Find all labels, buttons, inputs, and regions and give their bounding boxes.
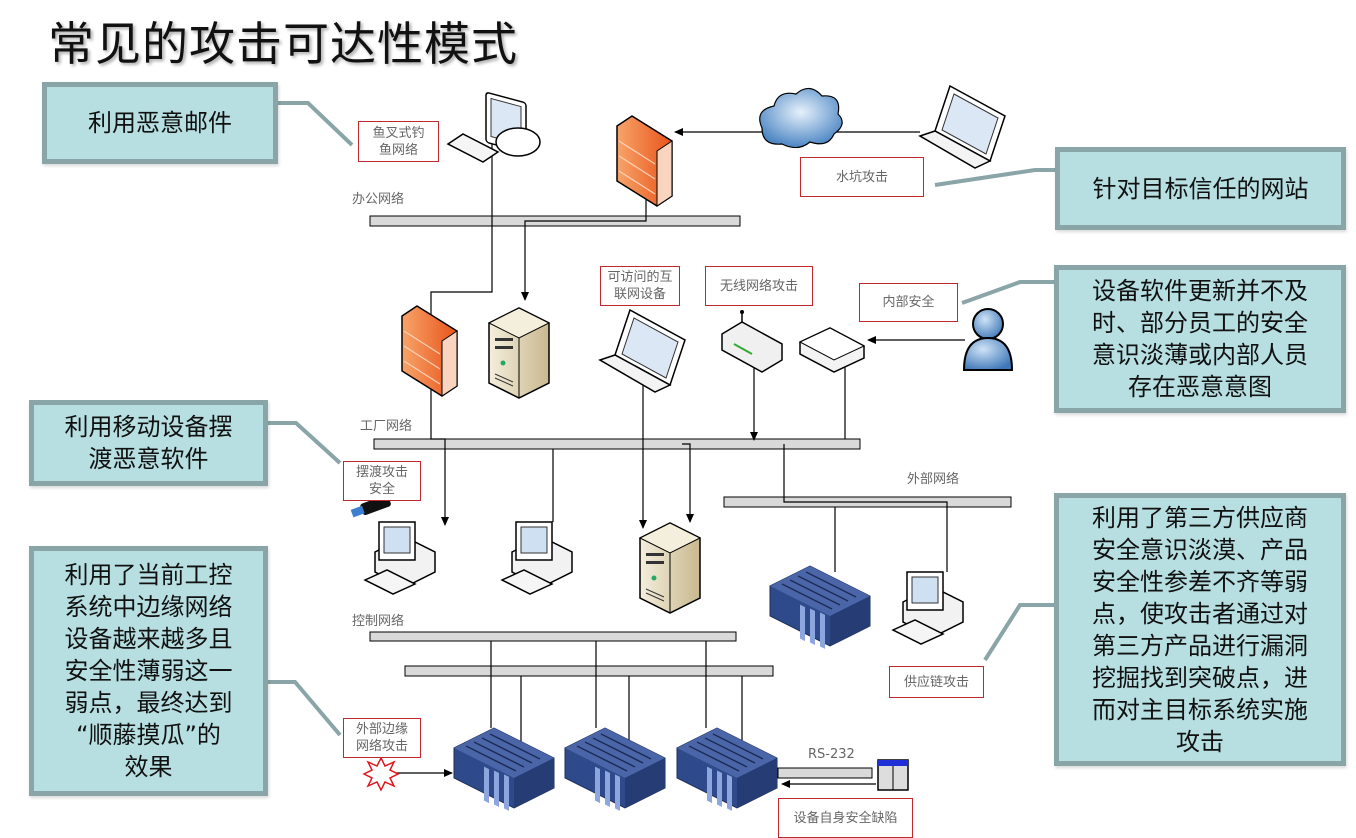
insider-person-icon bbox=[962, 308, 1014, 371]
callout-trusted-website-text: 针对目标信任的网站 bbox=[1092, 174, 1309, 203]
control-server-icon bbox=[639, 522, 701, 614]
callout-insider: 设备软件更新并不及 时、部分员工的安全 意识淡薄或内部人员 存在恶意意图 bbox=[1054, 265, 1346, 413]
tag-ferry-attack: 摆渡攻击 安全 bbox=[343, 461, 421, 501]
tag-internal-security: 内部安全 bbox=[859, 283, 958, 322]
explosion-icon bbox=[362, 756, 400, 792]
ferry-target-pc-icon bbox=[364, 521, 436, 595]
tag-spear-phishing: 鱼叉式钓 鱼网络 bbox=[358, 121, 439, 162]
label-external-network: 外部网络 bbox=[907, 472, 960, 487]
callout-connectors bbox=[268, 101, 1058, 737]
rs232-bus bbox=[777, 767, 873, 779]
plc-1-icon bbox=[453, 727, 555, 812]
callout-edge-network-text: 利用了当前工控 系统中边缘网络 设备越来越多且 安全性薄弱这一 弱点，最终达到 … bbox=[64, 561, 233, 781]
tag-device-flaw: 设备自身安全缺陷 bbox=[778, 798, 913, 838]
network-switch-icon bbox=[798, 327, 866, 373]
callout-supply-chain-text: 利用了第三方供应商 安全意识淡漠、产品 安全性参差不齐等弱 点，使攻击者通过对 … bbox=[1092, 503, 1308, 756]
tag-edge-attack: 外部边缘 网络攻击 bbox=[343, 718, 421, 758]
callout-malicious-email: 利用恶意邮件 bbox=[42, 82, 278, 164]
cloud-icon bbox=[759, 87, 843, 149]
tag-wireless-attack: 无线网络攻击 bbox=[705, 266, 813, 306]
control-network-bus-1 bbox=[369, 631, 737, 642]
callout-trusted-website: 针对目标信任的网站 bbox=[1055, 147, 1346, 230]
control-pc-icon bbox=[501, 521, 573, 595]
hmi-panel-icon bbox=[877, 759, 909, 791]
tag-supply-chain-attack: 供应链攻击 bbox=[889, 666, 984, 698]
callout-malicious-email-text: 利用恶意邮件 bbox=[88, 109, 232, 137]
plc-3-icon bbox=[676, 727, 778, 812]
label-rs232: RS-232 bbox=[808, 747, 855, 762]
page-title: 常见的攻击可达性模式 bbox=[48, 17, 518, 71]
factory-network-bus bbox=[373, 438, 861, 450]
factory-server-icon bbox=[488, 307, 550, 399]
label-factory-network: 工厂网络 bbox=[360, 419, 413, 434]
tag-watering-hole: 水坑攻击 bbox=[800, 157, 924, 197]
tag-internet-device: 可访问的互 联网设备 bbox=[600, 266, 680, 306]
office-workstation-icon bbox=[446, 92, 541, 163]
label-office-network: 办公网络 bbox=[352, 192, 405, 207]
control-network-bus-2 bbox=[404, 665, 774, 677]
wireless-router-icon bbox=[721, 310, 783, 373]
internet-laptop-icon bbox=[599, 309, 686, 393]
callout-mobile-device: 利用移动设备摆 渡恶意软件 bbox=[29, 400, 268, 486]
supplier-pc-icon bbox=[892, 571, 964, 645]
office-firewall-icon bbox=[616, 115, 673, 207]
callout-insider-text: 设备软件更新并不及 时、部分员工的安全 意识淡薄或内部人员 存在恶意意图 bbox=[1092, 277, 1308, 401]
plc-2-icon bbox=[564, 727, 666, 812]
callout-edge-network: 利用了当前工控 系统中边缘网络 设备越来越多且 安全性薄弱这一 弱点，最终达到 … bbox=[29, 546, 268, 796]
external-plc-icon bbox=[769, 565, 871, 650]
callout-supply-chain: 利用了第三方供应商 安全意识淡漠、产品 安全性参差不齐等弱 点，使攻击者通过对 … bbox=[1054, 493, 1346, 766]
attacker-laptop-icon bbox=[919, 85, 1006, 169]
factory-firewall-icon bbox=[401, 305, 458, 397]
callout-mobile-device-text: 利用移动设备摆 渡恶意软件 bbox=[64, 413, 233, 473]
label-control-network: 控制网络 bbox=[352, 614, 405, 629]
